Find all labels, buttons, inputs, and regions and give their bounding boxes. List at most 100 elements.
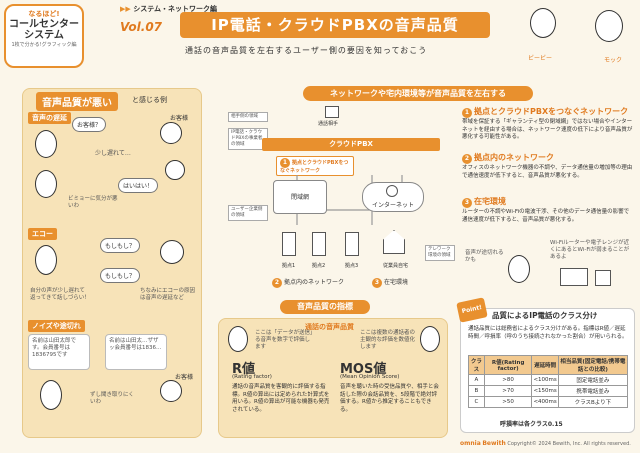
agent3-icon bbox=[35, 245, 57, 275]
delay-customer: お客様 bbox=[170, 115, 189, 122]
label-user-company: ユーザー企業側の領域 bbox=[228, 205, 268, 221]
explain2-heading: 拠点内のネットワーク bbox=[474, 153, 554, 162]
quality-panel bbox=[218, 318, 448, 438]
mos-subtitle: (Mean Opinion Score) bbox=[340, 374, 400, 380]
mos-title: MOS値 bbox=[340, 362, 387, 377]
badge-line1: なるほど! bbox=[28, 10, 60, 18]
tag1-text: 拠点とクラウドPBXをつなぐネットワーク bbox=[280, 160, 349, 174]
microwave-icon bbox=[560, 268, 588, 286]
label-pbx-provider: IP電話・クラウドPBXの事業者の領域 bbox=[228, 128, 268, 150]
phone-icon bbox=[325, 106, 339, 118]
delay-bubble-yes: はいはい！ bbox=[118, 178, 159, 193]
building1-icon bbox=[282, 232, 296, 256]
badge-line2: コールセンター bbox=[9, 19, 79, 30]
num-2-icon: 2 bbox=[272, 278, 282, 288]
echo-bubble-a: もしもし？ bbox=[100, 238, 141, 253]
table-cell: B bbox=[468, 385, 485, 397]
label-telework: テレワーク環境の領域 bbox=[425, 245, 455, 261]
class-description: 通話品質には総務省によるクラス分けがある。指標はR値／遅延時間／呼損率（呼のうち… bbox=[468, 326, 628, 340]
customer-icon bbox=[160, 122, 182, 144]
num-2b-icon: 2 bbox=[462, 154, 472, 164]
delay-note: ビミョーに気分が悪いわ bbox=[68, 196, 118, 209]
echo-note2: ちなみにエコーの原因は音声の遅延など bbox=[140, 288, 196, 301]
r-title: R値 bbox=[232, 362, 256, 377]
section-delay: 音声の遅延 bbox=[28, 112, 71, 124]
network-heading: ネットワークや宅内環境等が音声品質を左右する bbox=[303, 86, 533, 101]
noise-customer: お客様 bbox=[175, 374, 194, 381]
copyright: Copyright© 2024 Bewith, Inc. All rights … bbox=[507, 441, 631, 447]
footer: omnia Bewith Copyright© 2024 Bewith, Inc… bbox=[460, 440, 631, 447]
table-header: 相当品質(固定電話/携帯電話との比較) bbox=[557, 355, 629, 375]
badge-line3: システム bbox=[24, 30, 64, 41]
pp-character-icon bbox=[530, 8, 556, 38]
echo-bubble-b: もしもし？ bbox=[100, 268, 141, 283]
mock-character2-icon bbox=[420, 326, 440, 352]
table-cell: >70 bbox=[483, 385, 533, 397]
page-title: IP電話・クラウドPBXの音声品質 bbox=[180, 12, 490, 38]
table-cell: クラスBより下 bbox=[557, 396, 629, 408]
class-footnote: 呼損率は各クラス0.15 bbox=[500, 421, 563, 428]
explain3-heading: 在宅環境 bbox=[474, 197, 506, 206]
r-subtitle: (Rating factor) bbox=[232, 374, 272, 380]
quality-sub: 通話の音声品質 bbox=[305, 323, 354, 331]
page-subtitle: 通話の音声品質を左右するユーザー側の要因を知っておこう bbox=[185, 46, 428, 55]
home-icon bbox=[383, 230, 405, 254]
section-noise: ノイズや途切れ bbox=[28, 320, 85, 332]
legend2-text: 拠点内のネットワーク bbox=[284, 279, 345, 286]
label-carrier: 相手側の領域 bbox=[228, 112, 268, 122]
table-cell: <100ms bbox=[531, 374, 559, 386]
volume-label: Vol.07 bbox=[120, 20, 163, 34]
delay-bubble-q: お客様？ bbox=[72, 117, 107, 132]
table-cell: 携帯電話並み bbox=[557, 385, 629, 397]
table-header: 遅延時間 bbox=[531, 355, 559, 375]
examples-heading: 音声品質が悪い bbox=[36, 92, 118, 111]
worker-icon bbox=[508, 255, 530, 283]
bewith-logo: Bewith bbox=[482, 440, 506, 447]
table-cell: 固定電話並み bbox=[557, 374, 629, 386]
wifi-note: Wi-Fiルーターや電子レンジが近くにあるとWi-Fiが弱まることがあるよ bbox=[550, 240, 630, 260]
noise-speech-a: 名前は山田太郎です。会員番号は1836795です bbox=[28, 334, 90, 370]
globe-icon bbox=[386, 185, 398, 197]
noise-note: ずし聞き取りにくいわ bbox=[90, 392, 134, 405]
building3-icon bbox=[345, 232, 359, 256]
examples-heading-suffix: と感じる例 bbox=[132, 96, 167, 104]
mos-note: ここは複数の通話者の主観的な評価を数値化します bbox=[360, 330, 416, 350]
char2-label: モック bbox=[604, 57, 623, 64]
char1-label: ビービー bbox=[528, 55, 553, 62]
table-row: C >50 <400ms クラスBより下 bbox=[468, 396, 629, 408]
table-header: クラス bbox=[468, 355, 485, 375]
customer3-icon bbox=[160, 240, 184, 264]
num-3b-icon: 3 bbox=[462, 198, 472, 208]
agent-icon bbox=[35, 130, 57, 158]
table-header: R値(Rating factor) bbox=[483, 355, 533, 375]
section-echo: エコー bbox=[28, 228, 57, 240]
home-label: 従業員自宅 bbox=[383, 263, 409, 269]
mock-character-icon bbox=[595, 10, 623, 42]
legend3-text: 在宅環境 bbox=[384, 279, 409, 286]
site1-label: 拠点1 bbox=[282, 263, 296, 269]
triangle-icon: ▶▶ bbox=[120, 5, 131, 13]
building2-icon bbox=[312, 232, 326, 256]
site2-label: 拠点2 bbox=[312, 263, 326, 269]
agent4-icon bbox=[40, 380, 62, 410]
closed-network: 閉域網 bbox=[273, 180, 327, 214]
cloud-pbx-bar: クラウドPBX bbox=[262, 138, 440, 151]
table-cell: >50 bbox=[483, 396, 533, 408]
explain1-text: 帯域を保証する「ギャランティ型の閉域網」ではない場合やインターネットを経由する場… bbox=[462, 119, 633, 140]
num-1-icon: 1 bbox=[280, 158, 290, 168]
echo-note1: 自分の声が少し遅れて返ってきて話しづらい！ bbox=[30, 288, 90, 301]
num-3-icon: 3 bbox=[372, 278, 382, 288]
quality-heading: 音声品質の指標 bbox=[280, 300, 370, 314]
table-cell: A bbox=[468, 374, 485, 386]
cut-note: 音声が途切れるかも bbox=[465, 250, 504, 263]
noise-speech-b: 名前は山田太…ザザッ会員番号は1836… bbox=[105, 334, 167, 370]
num-1b-icon: 1 bbox=[462, 108, 472, 118]
table-row: A >80 <100ms 固定電話並み bbox=[468, 374, 629, 386]
omnia-logo: omnia bbox=[460, 440, 481, 447]
